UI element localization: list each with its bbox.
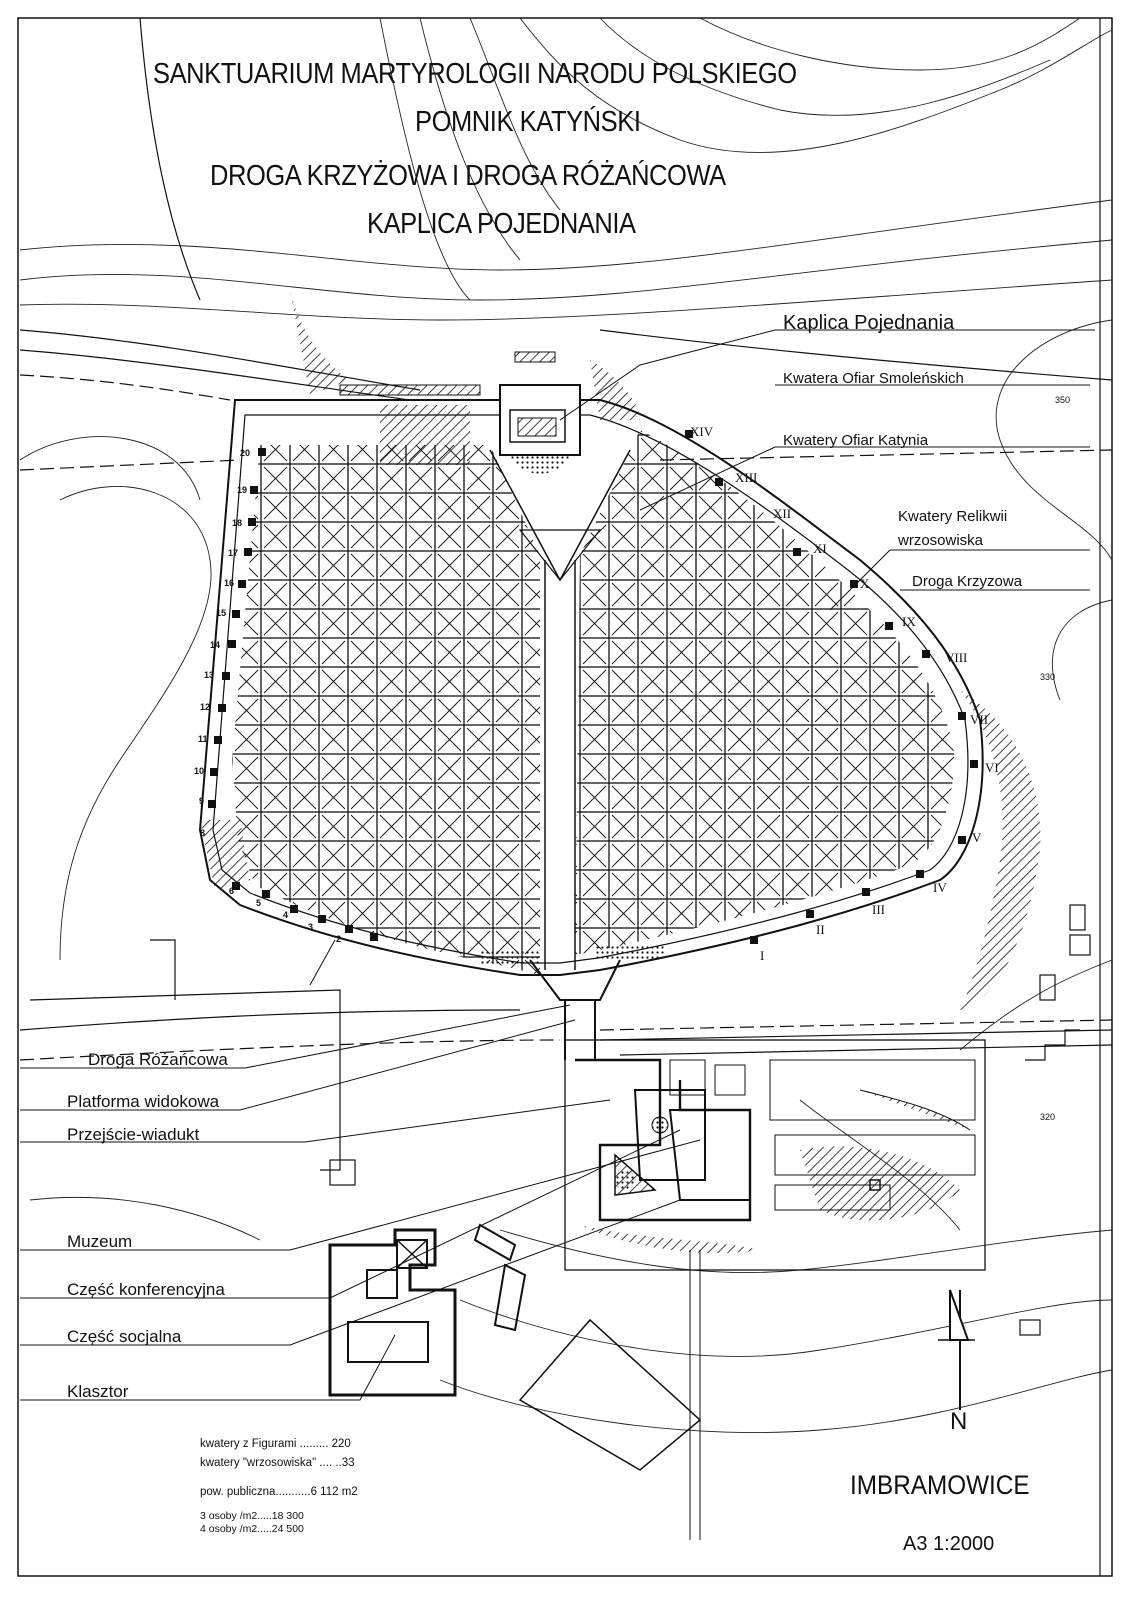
station-iv: IV bbox=[933, 880, 947, 895]
label-przejscie: Przejście-wiadukt bbox=[67, 1125, 200, 1144]
label-klasztor: Klasztor bbox=[67, 1382, 129, 1401]
station-ix: IX bbox=[902, 614, 916, 629]
label-krzyzowa: Droga Krzyzowa bbox=[912, 573, 1023, 590]
stat-pow: pow. publiczna...........6 112 m2 bbox=[200, 1486, 358, 1498]
station-xii: XII bbox=[773, 506, 792, 521]
title-line-4: KAPLICA POJEDNANIA bbox=[367, 208, 636, 240]
place-name: IMBRAMOWICE bbox=[850, 1470, 1030, 1500]
title-line-2: POMNIK KATYŃSKI bbox=[415, 106, 641, 138]
label-socjalna: Część socjalna bbox=[67, 1327, 182, 1346]
station-16: 16 bbox=[224, 578, 235, 588]
station-8: 8 bbox=[200, 828, 206, 838]
contour-330: 330 bbox=[1040, 672, 1056, 682]
station-9: 9 bbox=[199, 796, 205, 806]
sanctuary-plateau bbox=[198, 290, 1041, 1060]
leader-lines bbox=[20, 329, 1095, 1401]
station-vii: VII bbox=[970, 712, 989, 727]
station-x: X bbox=[860, 576, 870, 591]
station-10: 10 bbox=[194, 766, 205, 776]
contour-350: 350 bbox=[1055, 395, 1071, 405]
station-xi: XI bbox=[813, 541, 827, 556]
station-iii: III bbox=[872, 902, 885, 917]
station-xiv: XIV bbox=[690, 424, 714, 439]
title-line-1: SANKTUARIUM MARTYROLOGII NARODU POLSKIEG… bbox=[153, 58, 797, 90]
station-12: 12 bbox=[200, 702, 211, 712]
stat-3-osoby: 3 osoby /m2.....18 300 bbox=[200, 1510, 304, 1522]
north-label: N bbox=[950, 1408, 968, 1435]
label-kaplica: Kaplica Pojednania bbox=[783, 312, 955, 334]
station-ii: II bbox=[816, 922, 825, 937]
station-4: 4 bbox=[283, 910, 289, 920]
scale-label: A3 1:2000 bbox=[903, 1533, 995, 1555]
station-3: 3 bbox=[308, 922, 314, 932]
title-line-3: DROGA KRZYŻOWA I DROGA RÓŻAŃCOWA bbox=[210, 160, 726, 192]
station-14: 14 bbox=[210, 640, 221, 650]
station-17: 17 bbox=[228, 548, 239, 558]
station-xiii: XIII bbox=[735, 470, 758, 485]
station-5: 5 bbox=[256, 898, 262, 908]
station-19: 19 bbox=[237, 485, 248, 495]
label-muzeum: Muzeum bbox=[67, 1232, 133, 1251]
label-smolensk: Kwatera Ofiar Smoleńskich bbox=[783, 370, 964, 387]
station-i: I bbox=[760, 948, 765, 963]
contour-320: 320 bbox=[1040, 1112, 1056, 1122]
label-konferencyjna: Część konferencyjna bbox=[67, 1280, 225, 1299]
stat-4-osoby: 4 osoby /m2.....24 500 bbox=[200, 1523, 304, 1535]
label-katyn: Kwatery Ofiar Katynia bbox=[783, 432, 929, 449]
station-v: V bbox=[972, 830, 982, 845]
monastery-outline bbox=[328, 1223, 702, 1471]
station-vi: VI bbox=[985, 760, 999, 775]
label-relikwie-2: wrzosowiska bbox=[898, 532, 984, 549]
station-20: 20 bbox=[240, 448, 251, 458]
label-platforma: Platforma widokowa bbox=[67, 1092, 220, 1111]
stat-figury: kwatery z Figurami ......... 220 bbox=[200, 1438, 351, 1450]
roads bbox=[19, 17, 1113, 1576]
north-arrow-icon bbox=[938, 1289, 975, 1410]
station-15: 15 bbox=[216, 608, 227, 618]
station-viii: VIII bbox=[945, 650, 968, 665]
label-relikwie-1: Kwatery Relikwii bbox=[898, 508, 1008, 525]
station-18: 18 bbox=[232, 518, 243, 528]
lower-complex bbox=[564, 1039, 986, 1271]
station-13: 13 bbox=[204, 670, 215, 680]
station-6: 6 bbox=[229, 886, 235, 896]
station-2: 2 bbox=[336, 934, 342, 944]
label-rozancowa: Droga Różańcowa bbox=[88, 1050, 228, 1069]
stat-wrzosowiska: kwatery "wrzosowiska" .... ..33 bbox=[200, 1457, 355, 1469]
station-11: 11 bbox=[198, 734, 208, 744]
